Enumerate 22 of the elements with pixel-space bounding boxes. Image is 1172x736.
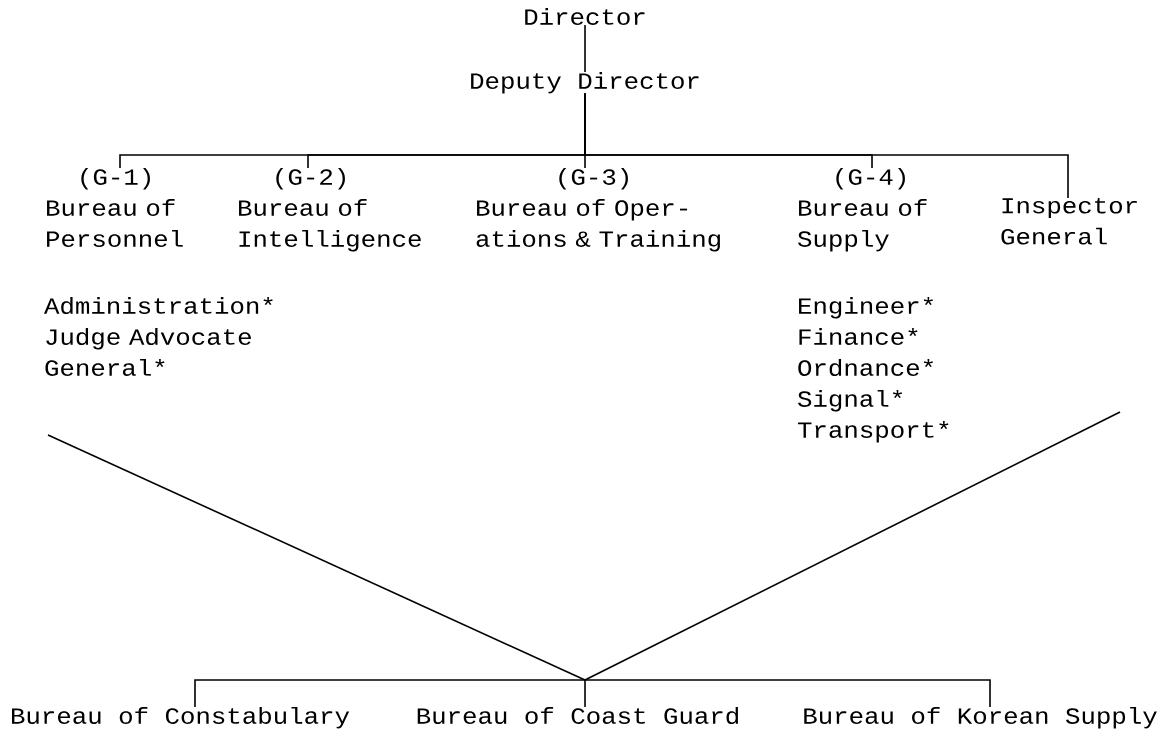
unit-label: (G-1) Bureau of Personnel — [47, 168, 183, 247]
unit-label: (G-2) Bureau of Intelligence — [239, 168, 421, 252]
connector-line — [584, 92, 1069, 199]
node-label: Engineer* — [799, 297, 933, 319]
unit-label: (G-3) Bureau of Oper- ations & Training — [476, 168, 720, 252]
connector-line — [194, 679, 586, 708]
unit-label: Bureau of Korean Supply — [804, 707, 1157, 729]
unit-label: Bureau of Constabulary — [12, 707, 350, 729]
sub-unit-list: Administration* Judge Advocate General* — [44, 297, 273, 376]
unit-label: Inspector General — [1001, 198, 1137, 245]
node-label: Signal* — [798, 390, 903, 412]
connector-line — [584, 24, 586, 73]
connector-line — [584, 679, 991, 708]
connector-line — [584, 679, 586, 708]
unit-label: Bureau of Coast Guard — [417, 707, 738, 724]
unit-label: (G-4) Bureau of Supply — [798, 168, 927, 252]
node-label: Finance* — [799, 328, 918, 345]
unit-label: Deputy Director — [471, 72, 699, 94]
unit-label: Director — [525, 8, 645, 25]
sub-unit-list: Engineer* Finance* Ordnance* Signal* Transport* — [797, 297, 949, 443]
node-label: Ordnance* — [798, 359, 933, 376]
node-label: Transport* — [797, 421, 949, 443]
